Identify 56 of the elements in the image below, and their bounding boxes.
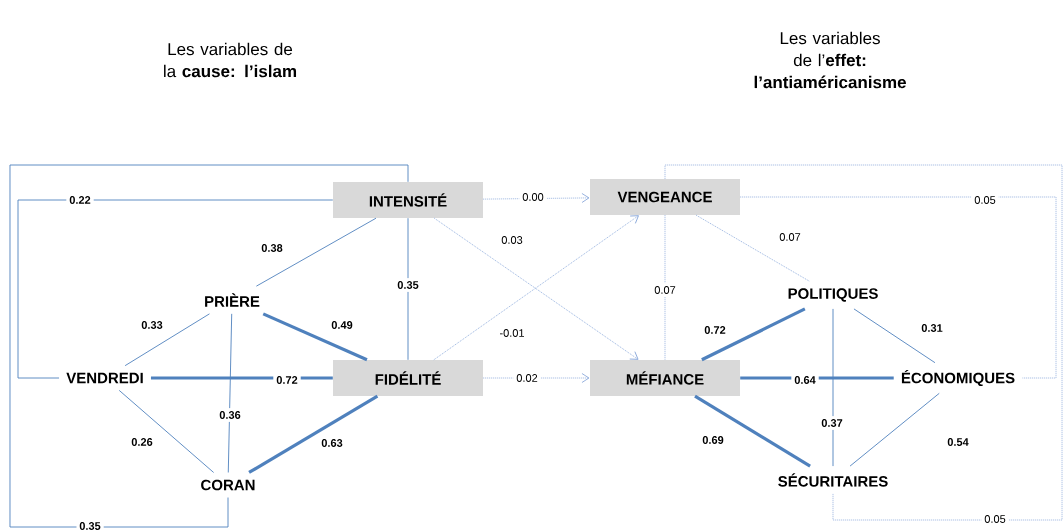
variable-label: POLITIQUES xyxy=(788,288,878,302)
edge-label: 0.07 xyxy=(651,283,679,297)
edge-label: 0.37 xyxy=(818,416,846,430)
variable-label: ÉCONOMIQUES xyxy=(901,369,1015,387)
connector xyxy=(664,164,1063,521)
edge-label: 0.07 xyxy=(776,230,804,244)
variable-box: INTENSITÉ xyxy=(333,182,483,218)
connector xyxy=(694,394,811,468)
variable-box: VENGEANCE xyxy=(590,179,740,215)
connector xyxy=(701,307,806,362)
edge-label: 0.49 xyxy=(328,318,356,332)
edge-label: -0.01 xyxy=(496,326,528,340)
edge-label: 0.02 xyxy=(513,371,541,385)
edge-label: 0.64 xyxy=(791,373,819,387)
connector xyxy=(482,193,590,203)
edge-label: 0.33 xyxy=(138,318,166,332)
connector xyxy=(17,199,334,379)
connector xyxy=(739,196,1057,379)
edge-label: 0.26 xyxy=(128,435,156,449)
variable-label: SÉCURITAIRES xyxy=(778,473,888,487)
edge-label: 0.72 xyxy=(701,323,729,337)
edge-label: 0.38 xyxy=(258,241,286,255)
connector xyxy=(407,217,409,361)
edge-label: 0.72 xyxy=(273,373,301,387)
connector xyxy=(227,313,233,473)
variable-box: MÉFIANCE xyxy=(590,360,740,396)
connector xyxy=(124,313,210,367)
variable-label: PRIÈRE xyxy=(205,293,260,307)
heading: Les variables de l’effet: l’antiaméricanisme xyxy=(754,31,906,89)
connector xyxy=(262,312,368,362)
edge-label: 0.05 xyxy=(971,193,999,207)
edge-label: 0.36 xyxy=(216,408,244,422)
edge-label: 0.63 xyxy=(318,436,346,450)
edge-label: 0.22 xyxy=(66,193,94,207)
edge-label: 0.35 xyxy=(394,278,422,292)
connector xyxy=(853,308,936,364)
connector xyxy=(832,308,834,467)
connector xyxy=(248,394,379,474)
edge-label: 0.00 xyxy=(519,190,547,204)
variable-label: VENDREDI xyxy=(66,372,143,384)
connector xyxy=(9,164,409,528)
connector xyxy=(482,373,590,383)
connector xyxy=(664,214,666,361)
edge-label: 0.03 xyxy=(498,233,526,247)
connector xyxy=(255,217,377,287)
edge-label: 0.35 xyxy=(76,519,104,532)
edge-label: 0.69 xyxy=(699,433,727,447)
edge-label: 0.31 xyxy=(918,321,946,335)
edge-label: 0.54 xyxy=(944,435,972,449)
variable-box: FIDÉLITÉ xyxy=(333,360,483,396)
connector xyxy=(118,389,215,473)
variable-label: CORAN xyxy=(201,479,255,491)
connector xyxy=(695,214,810,282)
connector xyxy=(849,392,940,467)
heading: Les variables de la cause: l’islam xyxy=(164,42,297,78)
edge-label: 0.05 xyxy=(981,512,1009,526)
